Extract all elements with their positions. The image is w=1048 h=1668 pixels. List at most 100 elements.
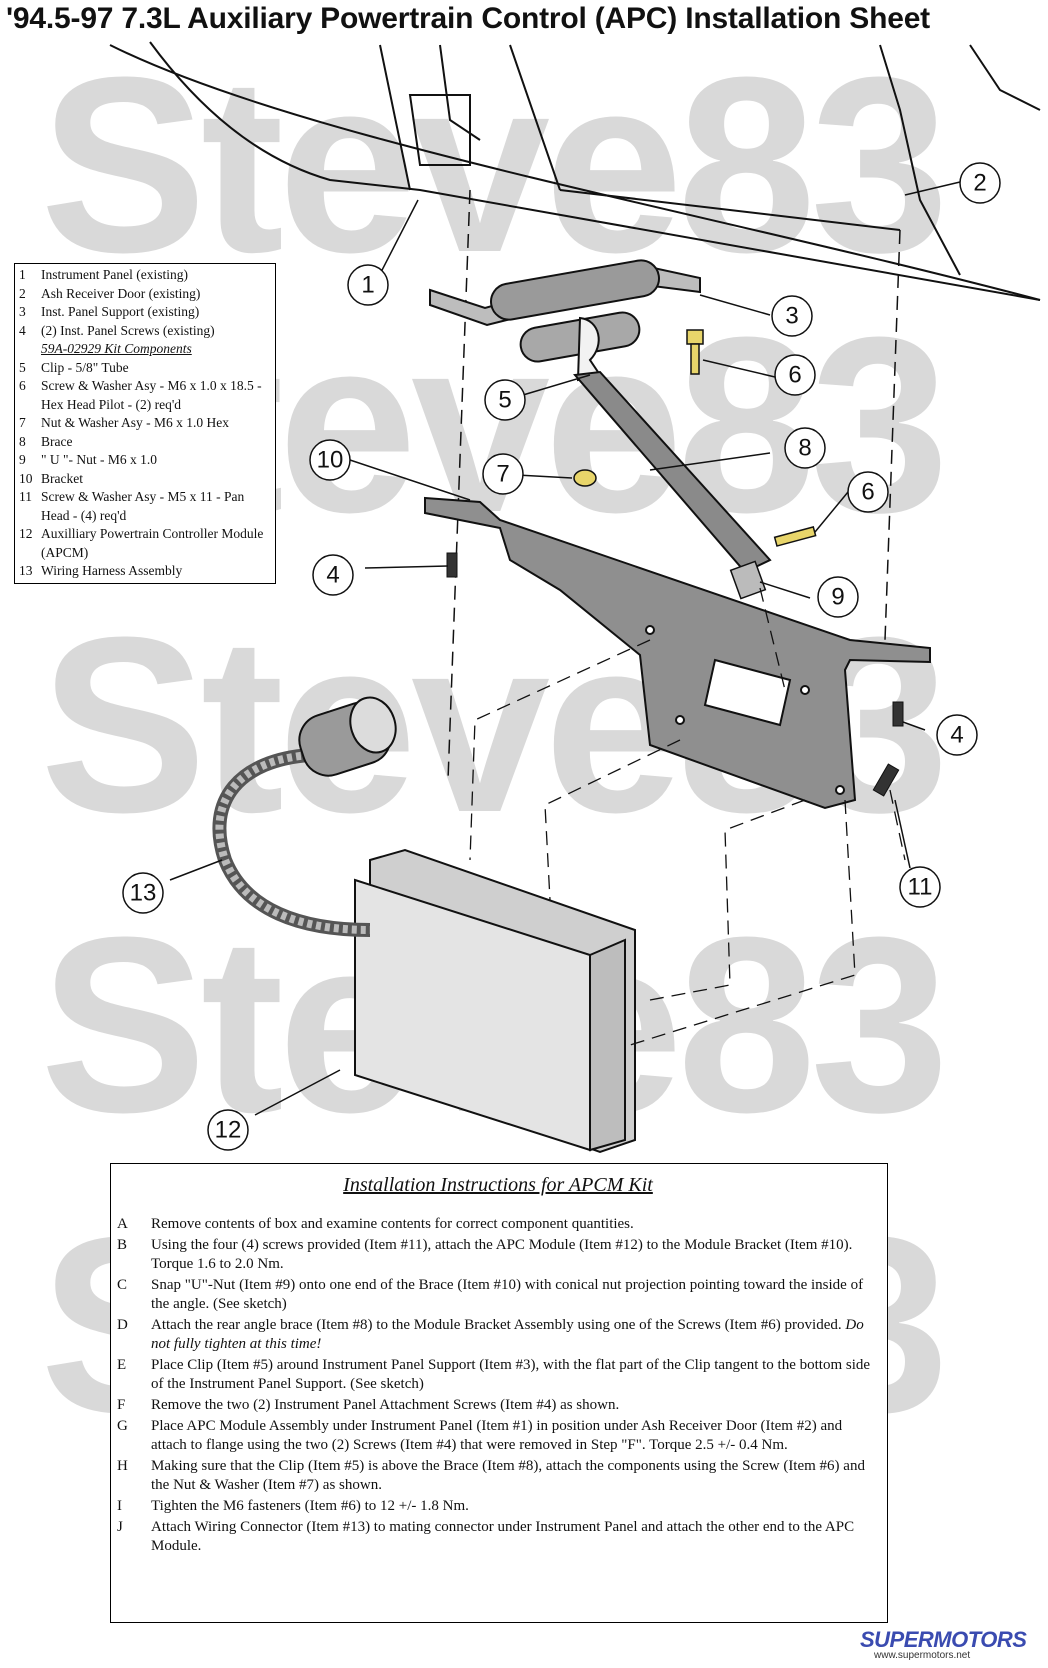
callout-3 [771,295,813,337]
step-text: Remove the two (2) Instrument Panel Atta… [151,1397,620,1413]
step-text: Tighten the M6 fasteners (Item #6) to 12… [151,1498,469,1514]
callout-label: 9 [831,584,844,611]
leader-line [254,1069,341,1116]
legend-item-number: 1 [19,267,26,282]
legend-item-number: 13 [19,563,33,578]
instruction-step: I Tighten the M6 fasteners (Item #6) to 1… [117,1497,879,1516]
legend-item-number: 11 [19,489,32,504]
callout-6 [774,354,816,396]
legend-item-number: 7 [19,415,26,430]
callout-label: 8 [798,435,811,462]
step-emphasis: Do not fully tighten at this time! [151,1317,864,1352]
callout-label: 5 [498,387,511,414]
legend-item-text: " U "- Nut - M6 x 1.0 [41,452,158,467]
legend-item-text: Screw & Washer Asy - M5 x 11 - Pan Head … [41,489,245,523]
step-letter: I [117,1498,122,1514]
legend-item-number: 4 [19,322,26,338]
logo-url: www.supermotors.net [874,1650,971,1661]
callout-10 [309,439,351,481]
callout-13 [122,872,164,914]
legend-item-text: Wiring Harness Assembly [41,563,183,578]
legend-item-number: 3 [19,304,26,319]
step-letter: E [117,1357,127,1373]
supermotors-logo: SUPERMOTORS www.supermotors.net [860,1623,1040,1663]
step-text: Place APC Module Assembly under Instrume… [151,1418,843,1453]
step-letter: D [117,1317,128,1333]
step-text: Using the four (4) screws provided (Item… [151,1237,853,1272]
callout-label: 6 [788,362,801,389]
callout-label: 6 [861,479,874,506]
instruction-step: C Snap "U"-Nut (Item #9) onto one end of … [117,1276,879,1314]
leader-line [702,359,776,378]
callout-4 [936,714,978,756]
callout-label: 12 [215,1117,242,1144]
step-text-wrap: Place APC Module Assembly under Instrume… [151,1417,879,1455]
logo-brand: SUPERMOTORS [860,1627,1027,1652]
step-letter: J [117,1519,123,1535]
step-letter: C [117,1277,128,1293]
step-text-wrap: Remove the two (2) Instrument Panel Atta… [151,1396,879,1415]
callout-label: 11 [908,874,933,901]
step-letter: G [117,1418,128,1434]
leader-line [169,859,223,881]
legend-item: 9 " U "- Nut - M6 x 1.0 [19,451,271,470]
step-text-wrap: Snap "U"-Nut (Item #9) onto one end of t… [151,1276,879,1314]
leader-line [699,294,771,316]
legend-item: 6 Screw & Washer Asy - M6 x 1.0 x 18.5 - … [19,377,271,414]
step-letter: F [117,1397,126,1413]
nut-icon [573,469,597,487]
instrument-panel-edge [109,44,1041,301]
legend-item: 5 Clip - 5/8" Tube [19,359,271,378]
pan-head-screw-icon [872,763,900,797]
callout-4 [312,554,354,596]
callout-7 [482,453,524,495]
callout-11 [899,866,941,908]
leader-line [649,452,771,471]
step-letter: B [117,1237,128,1253]
page-title: '94.5-97 7.3L Auxiliary Powertrain Contr… [6,2,930,35]
legend-item-text: Screw & Washer Asy - M6 x 1.0 x 18.5 - H… [41,378,262,412]
legend-item: 13 Wiring Harness Assembly [19,562,271,581]
legend-item-number: 12 [19,526,33,541]
leader-line [894,799,911,869]
step-text-wrap: Making sure that the Clip (Item #5) is a… [151,1457,879,1495]
instruction-step: G Place APC Module Assembly under Instrum… [117,1417,879,1455]
callout-9 [817,576,859,618]
legend-item-text: Clip - 5/8" Tube [41,359,129,375]
module-bracket [424,496,931,810]
ash-receiver-door [379,44,471,191]
leader-line [522,374,591,396]
legend-item: 11 Screw & Washer Asy - M5 x 11 - Pan Hea… [19,488,271,525]
step-letter: H [117,1458,128,1474]
step-letter: A [117,1216,128,1232]
leader-line [349,459,471,501]
legend-item-number: 10 [19,470,33,486]
legend-item-number: 8 [19,433,26,449]
step-text: Attach the rear angle brace (Item #8) to… [151,1317,842,1333]
legend-item-text: Ash Receiver Door (existing) [41,285,201,301]
callout-label: 10 [317,447,344,474]
legend-item-number: 5 [19,359,26,375]
brace [573,370,772,574]
legend-item-number: 9 [19,452,26,467]
step-text-wrap: Remove contents of box and examine conte… [151,1215,879,1234]
screw-icon [773,526,817,547]
callout-label: 4 [950,722,963,749]
legend-item-number: 6 [19,378,26,393]
leader-line [377,199,419,279]
instructions-steps: A Remove contents of box and examine cont… [117,1215,879,1556]
instruction-step: F Remove the two (2) Instrument Panel Att… [117,1396,879,1415]
leader-line [904,181,961,196]
leader-line [902,721,926,731]
leader-line [759,581,811,599]
instruction-step: H Making sure that the Clip (Item #5) is … [117,1457,879,1495]
step-text-wrap: Attach the rear angle brace (Item #8) to… [151,1316,879,1354]
instructions-heading: Installation Instructions for APCM Kit [343,1174,653,1196]
